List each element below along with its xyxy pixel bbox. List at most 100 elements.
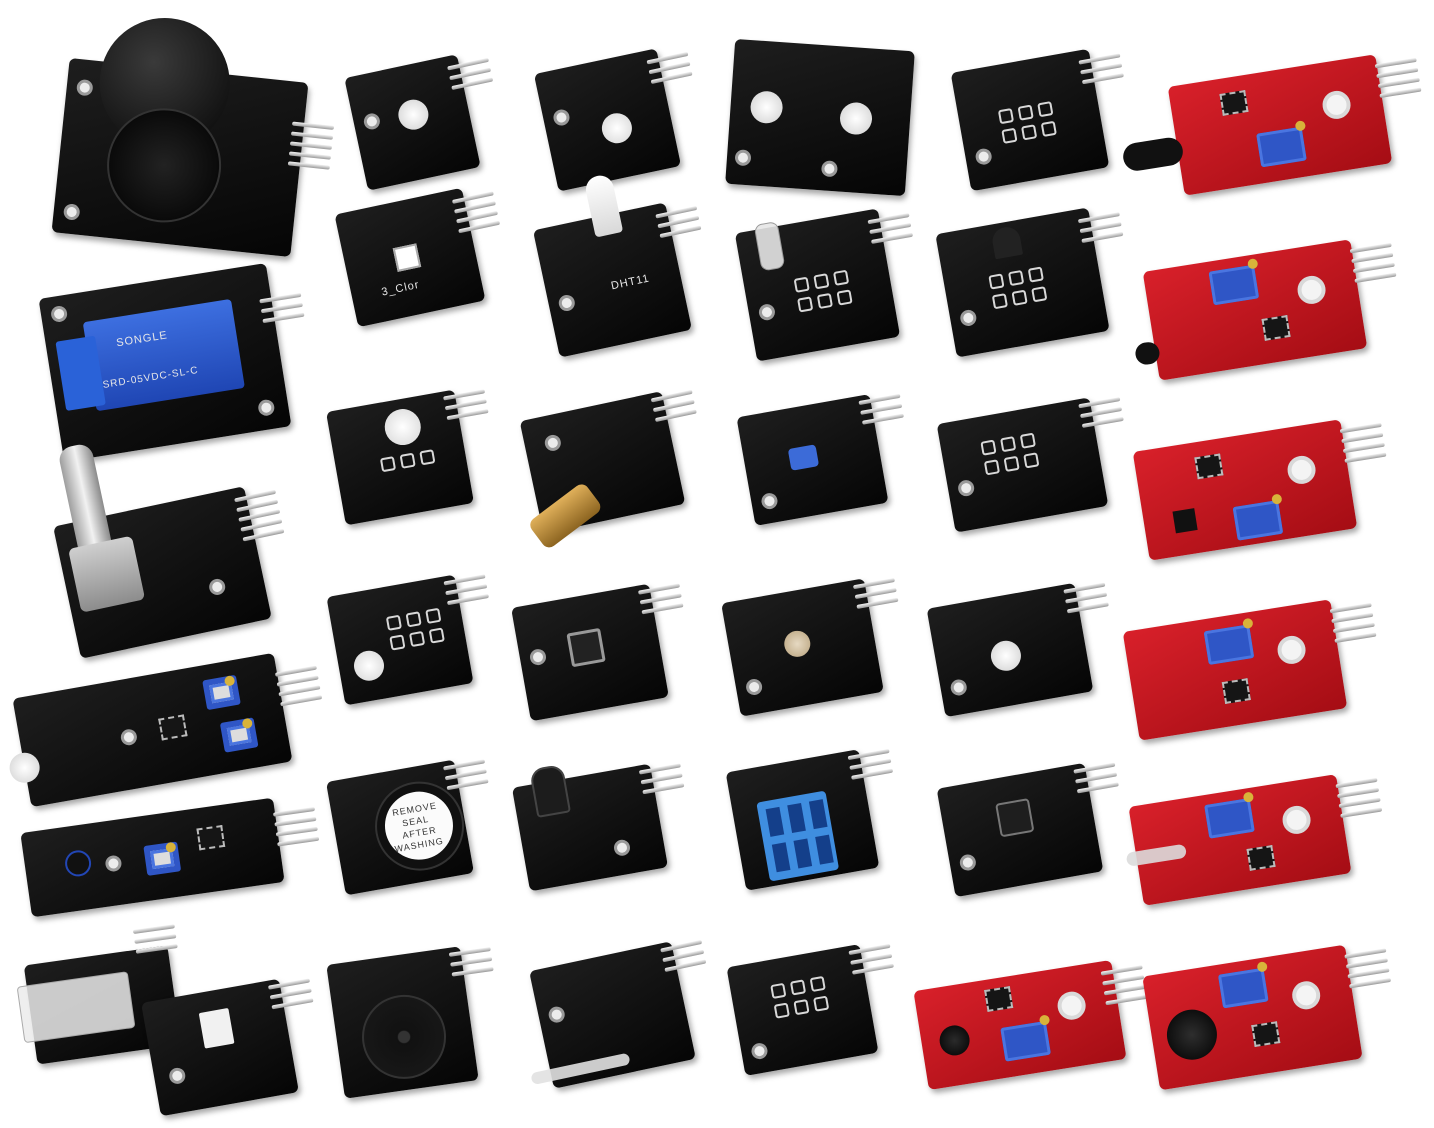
temperature-sensor-module xyxy=(935,207,1124,358)
led xyxy=(395,96,432,133)
header-pins xyxy=(132,924,178,954)
header-pins xyxy=(443,574,490,606)
reed-switch-glass xyxy=(530,1052,631,1086)
electrolytic-capacitor xyxy=(529,763,572,818)
comparator-chip xyxy=(1221,678,1251,704)
rotary-encoder-module xyxy=(53,442,285,659)
flame-sensor-module xyxy=(1121,54,1422,196)
button-module xyxy=(511,583,684,722)
mount-hole xyxy=(168,1066,187,1086)
header-pins xyxy=(1335,777,1383,818)
mount-hole xyxy=(104,854,123,873)
header-pins xyxy=(451,191,501,234)
microphone xyxy=(937,1023,972,1058)
header-pins xyxy=(443,389,489,421)
header-pins xyxy=(274,665,323,707)
relay-module: SONGLE SRD-05VDC-SL-C xyxy=(38,263,305,462)
mount-hole xyxy=(760,491,779,511)
relay-model-text: SRD-05VDC-SL-C xyxy=(101,364,200,391)
solder-pads xyxy=(793,269,853,313)
comparator-chip xyxy=(1261,315,1291,341)
header-pins xyxy=(1073,762,1119,794)
potentiometer xyxy=(219,717,259,753)
mount-hole xyxy=(1285,453,1318,486)
header-pins xyxy=(847,748,894,780)
buzzer: REMOVE SEAL AFTER WASHING xyxy=(367,774,472,878)
header-pins xyxy=(268,978,314,1010)
header-pins xyxy=(1077,212,1124,244)
dht11-sensor xyxy=(756,790,840,882)
header-pins xyxy=(1329,602,1377,644)
solder-pads xyxy=(988,266,1048,310)
mount-hole xyxy=(974,147,993,166)
mercury-tilt-module xyxy=(936,397,1124,533)
header-pins xyxy=(1344,948,1392,989)
header-pins xyxy=(272,806,320,847)
microphone-sound-module-large xyxy=(1142,944,1392,1091)
led xyxy=(749,90,784,125)
tracking-module xyxy=(726,943,895,1076)
flash-led-module xyxy=(926,582,1109,718)
potentiometer xyxy=(1208,264,1260,306)
comparator-chip xyxy=(1194,453,1224,480)
optical-interrupter-module xyxy=(141,978,314,1117)
mount-hole xyxy=(547,1005,567,1025)
solder-pads xyxy=(997,101,1057,144)
mount-hole xyxy=(744,677,764,697)
mount-hole xyxy=(1290,979,1323,1012)
header-pins xyxy=(259,292,305,324)
mount-hole xyxy=(543,433,563,453)
solder-pads xyxy=(980,432,1040,476)
header-pins xyxy=(1100,965,1148,1006)
header-pins xyxy=(447,57,494,91)
active-buzzer-module: REMOVE SEAL AFTER WASHING xyxy=(326,759,489,896)
header-pins xyxy=(660,939,707,973)
two-color-led-module xyxy=(344,54,494,191)
interrupter-slot xyxy=(198,1007,235,1049)
buzzer-sticker: REMOVE SEAL AFTER WASHING xyxy=(379,786,459,866)
comparator-chip xyxy=(158,714,188,741)
mount-hole xyxy=(551,108,571,128)
potentiometer xyxy=(1000,1020,1051,1062)
led xyxy=(838,101,874,136)
hall-element xyxy=(1172,508,1198,534)
relay-brand-text: SONGLE xyxy=(115,329,169,350)
ir-led xyxy=(599,110,635,147)
joystick-module xyxy=(51,11,335,258)
header-pins xyxy=(858,393,905,425)
mount-hole xyxy=(557,293,577,313)
ir-led xyxy=(7,750,42,786)
mount-hole xyxy=(750,1041,769,1061)
laser-module xyxy=(519,389,697,551)
header-pins xyxy=(448,947,494,977)
potentiometer xyxy=(1203,624,1255,666)
header-pins xyxy=(848,943,895,975)
thermistor xyxy=(1133,340,1162,367)
mount-hole xyxy=(257,398,276,417)
tracking-ir-module xyxy=(7,652,323,808)
mount-hole xyxy=(49,304,69,324)
mount-hole xyxy=(528,647,548,667)
sound-capacitor-module xyxy=(511,763,685,892)
dual-led-module-pair xyxy=(725,38,915,197)
obstacle-avoid-module xyxy=(20,797,320,918)
digital-temperature-module xyxy=(1133,239,1397,381)
mount-hole xyxy=(958,853,978,872)
mount-hole xyxy=(1320,88,1353,121)
hall-sensor-module xyxy=(950,48,1124,192)
mount-hole xyxy=(1055,989,1088,1022)
header-pins xyxy=(1078,53,1124,85)
potentiometer xyxy=(1217,967,1269,1009)
laser-head xyxy=(527,481,604,551)
photoresistor xyxy=(782,628,813,659)
microphone-sound-module-small xyxy=(913,959,1148,1091)
mount-hole xyxy=(119,727,139,747)
mount-hole xyxy=(956,478,976,498)
mount-hole xyxy=(1275,633,1308,666)
header-pins xyxy=(650,389,697,423)
header-pins xyxy=(1063,582,1109,614)
header-pins xyxy=(638,763,685,795)
mount-hole xyxy=(207,577,227,597)
mount-hole xyxy=(75,78,94,97)
